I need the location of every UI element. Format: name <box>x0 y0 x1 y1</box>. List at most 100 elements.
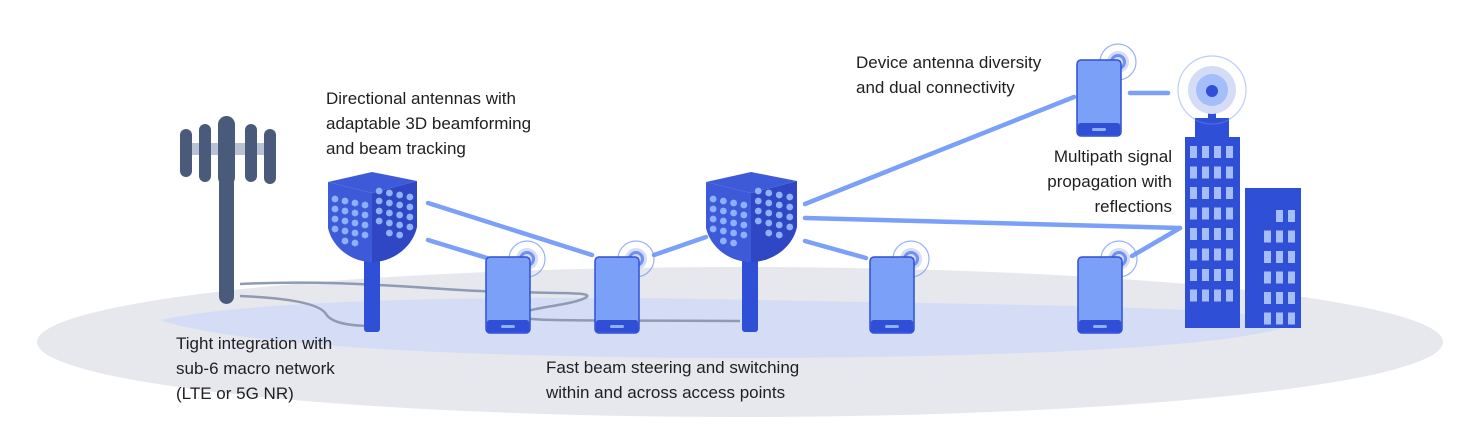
building-window <box>1214 228 1221 240</box>
antenna-element-dot <box>786 213 794 221</box>
phone-home-bar <box>610 325 624 328</box>
directional-antenna-icon <box>706 172 797 332</box>
smartphone-icon <box>1077 240 1138 334</box>
building-window <box>1190 248 1197 261</box>
antenna-element-dot <box>351 219 359 227</box>
antenna-element-dot <box>730 209 738 217</box>
antenna-element-dot <box>775 191 783 199</box>
antenna-element-dot <box>786 203 794 211</box>
beam-reflection-to-phone5 <box>1129 225 1183 259</box>
phone-body <box>869 256 915 334</box>
building-window <box>1226 228 1233 240</box>
antenna-element-dot <box>754 207 762 215</box>
antenna-element-dot <box>765 189 773 197</box>
building-window <box>1276 230 1283 243</box>
antenna-element-dot <box>361 221 369 229</box>
antenna-element-dot <box>730 229 738 237</box>
antenna-element-dot <box>406 223 414 231</box>
building-window <box>1288 230 1295 243</box>
building-window <box>1214 166 1221 179</box>
antenna-element-dot <box>775 201 783 209</box>
antenna-element-dot <box>375 207 383 215</box>
building-window <box>1226 187 1233 199</box>
antenna-element-dot <box>396 221 404 229</box>
antenna-element-dot <box>396 191 404 199</box>
building-window <box>1190 228 1197 240</box>
antenna-element-dot <box>730 239 738 247</box>
antenna-element-dot <box>730 199 738 207</box>
phone-body <box>1076 59 1122 137</box>
antenna-element-dot <box>341 207 349 215</box>
antenna-element-dot <box>709 225 717 233</box>
antenna-element-dot <box>765 229 773 237</box>
antenna-element-dot <box>709 215 717 223</box>
building-window <box>1202 228 1209 240</box>
building-window <box>1190 289 1197 302</box>
building-window <box>1264 312 1271 325</box>
antenna-element-dot <box>331 225 339 233</box>
antenna-element-dot <box>709 195 717 203</box>
phone-home-bar <box>501 325 515 328</box>
beam-ap2-to-building <box>802 215 1183 231</box>
building-window <box>1276 292 1283 304</box>
building-window <box>1190 146 1197 158</box>
building-window <box>1190 269 1197 281</box>
antenna-element-dot <box>775 211 783 219</box>
antenna-element-dot <box>396 211 404 219</box>
smartphone-icon <box>594 240 655 334</box>
antenna-element-dot <box>719 227 727 235</box>
antenna-element-dot <box>361 211 369 219</box>
building-window <box>1226 269 1233 281</box>
building-windows <box>1190 146 1295 325</box>
antenna-element-dot <box>730 219 738 227</box>
antenna-element-dot <box>341 197 349 205</box>
building-window <box>1190 166 1197 179</box>
fiber-link-to-access-point-1 <box>239 294 373 328</box>
antenna-element-dot <box>331 205 339 213</box>
building-window <box>1288 292 1295 304</box>
antenna-element-dot <box>740 221 748 229</box>
ground-coverage-area <box>160 297 1298 358</box>
building-window <box>1226 146 1233 158</box>
beam-ap2-to-phone4 <box>802 238 869 261</box>
smartphone-icon <box>869 240 930 334</box>
antenna-element-dot <box>396 231 404 239</box>
antenna-element-dot <box>351 199 359 207</box>
building-window <box>1288 210 1295 222</box>
antenna-element-dot <box>341 217 349 225</box>
building-window <box>1264 292 1271 304</box>
building-window <box>1190 207 1197 220</box>
beams <box>425 90 1183 261</box>
antenna-element-dot <box>331 215 339 223</box>
antenna-element-dot <box>406 193 414 201</box>
building-window <box>1288 251 1295 263</box>
building-window <box>1226 248 1233 261</box>
office-building-icon <box>1185 92 1301 328</box>
rooftop-signal-icon <box>1177 55 1247 125</box>
caption-beam-steering: Fast beam steering and switching within … <box>546 358 800 402</box>
building-window <box>1214 269 1221 281</box>
smartphone-icon <box>1076 43 1137 137</box>
building-window <box>1276 271 1283 284</box>
smartphone-icon <box>485 240 546 334</box>
caption-multipath: Multipath signal propagation with reflec… <box>1047 147 1172 216</box>
antenna-element-dot <box>406 203 414 211</box>
antenna-element-dot <box>719 237 727 245</box>
antenna-element-dot <box>740 211 748 219</box>
directional-antenna-icon <box>328 172 417 332</box>
building-window <box>1288 271 1295 284</box>
antenna-element-dot <box>765 209 773 217</box>
antenna-element-dot <box>341 237 349 245</box>
building-window <box>1202 187 1209 199</box>
building-window <box>1214 289 1221 302</box>
antenna-element-dot <box>331 195 339 203</box>
antenna-element-dot <box>396 201 404 209</box>
antenna-element-dot <box>719 197 727 205</box>
beam-ap1-to-phone2 <box>425 200 595 258</box>
building-window <box>1190 187 1197 199</box>
building-window <box>1276 251 1283 263</box>
antenna-element-dot <box>385 209 393 217</box>
antenna-element-dot <box>719 207 727 215</box>
building-window <box>1214 207 1221 220</box>
